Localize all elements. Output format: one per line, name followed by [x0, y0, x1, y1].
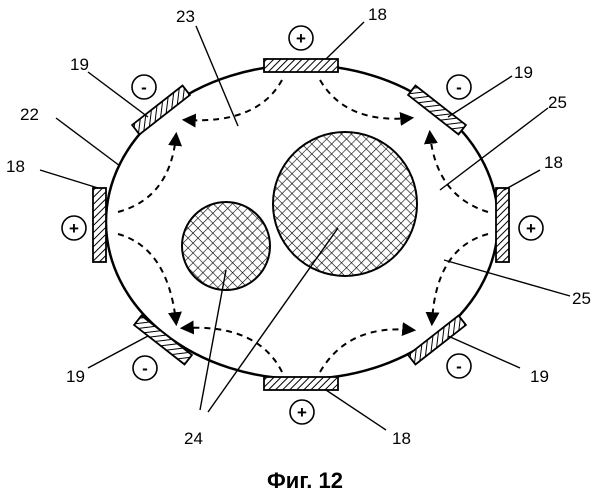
large-particle [273, 132, 417, 276]
label-18-left: 18 [6, 157, 25, 176]
svg-text:-: - [456, 357, 462, 376]
svg-text:-: - [141, 78, 147, 97]
label-19-top-left: 19 [70, 55, 89, 74]
label-24: 24 [184, 429, 203, 448]
label-22: 22 [20, 105, 39, 124]
electrode-right [496, 188, 509, 262]
label-18-top: 18 [368, 5, 387, 24]
sign-neg-bottom-right: - [447, 354, 471, 378]
svg-text:+: + [297, 403, 307, 422]
sign-neg-bottom-left: - [133, 356, 157, 380]
leader-18-bottom [326, 390, 386, 430]
label-25-lower: 25 [572, 289, 591, 308]
svg-text:-: - [456, 78, 462, 97]
svg-text:+: + [526, 219, 536, 238]
label-19-bottom-left: 19 [66, 367, 85, 386]
electrode-bottom [264, 377, 338, 390]
label-18-bottom: 18 [392, 429, 411, 448]
small-particle [182, 202, 270, 290]
label-19-top-right: 19 [514, 63, 533, 82]
leader-22 [56, 118, 120, 166]
leader-18-top [326, 22, 364, 59]
electrode-top [264, 59, 338, 72]
leader-18-left [40, 170, 98, 188]
svg-text:+: + [296, 29, 306, 48]
sign-bottom: + [290, 400, 314, 424]
label-25-upper: 25 [548, 93, 567, 112]
sign-left: + [62, 216, 86, 240]
label-19-bottom-right: 19 [530, 367, 549, 386]
label-23: 23 [176, 7, 195, 26]
leader-18-right [504, 170, 540, 190]
svg-text:+: + [69, 219, 79, 238]
sign-neg-top-left: - [132, 75, 156, 99]
figure-caption: Фиг. 12 [267, 468, 343, 493]
svg-text:-: - [142, 359, 148, 378]
label-18-right: 18 [544, 153, 563, 172]
electrode-left [93, 188, 106, 262]
sign-right: + [519, 216, 543, 240]
sign-neg-top-right: - [447, 75, 471, 99]
sign-top: + [289, 26, 313, 50]
